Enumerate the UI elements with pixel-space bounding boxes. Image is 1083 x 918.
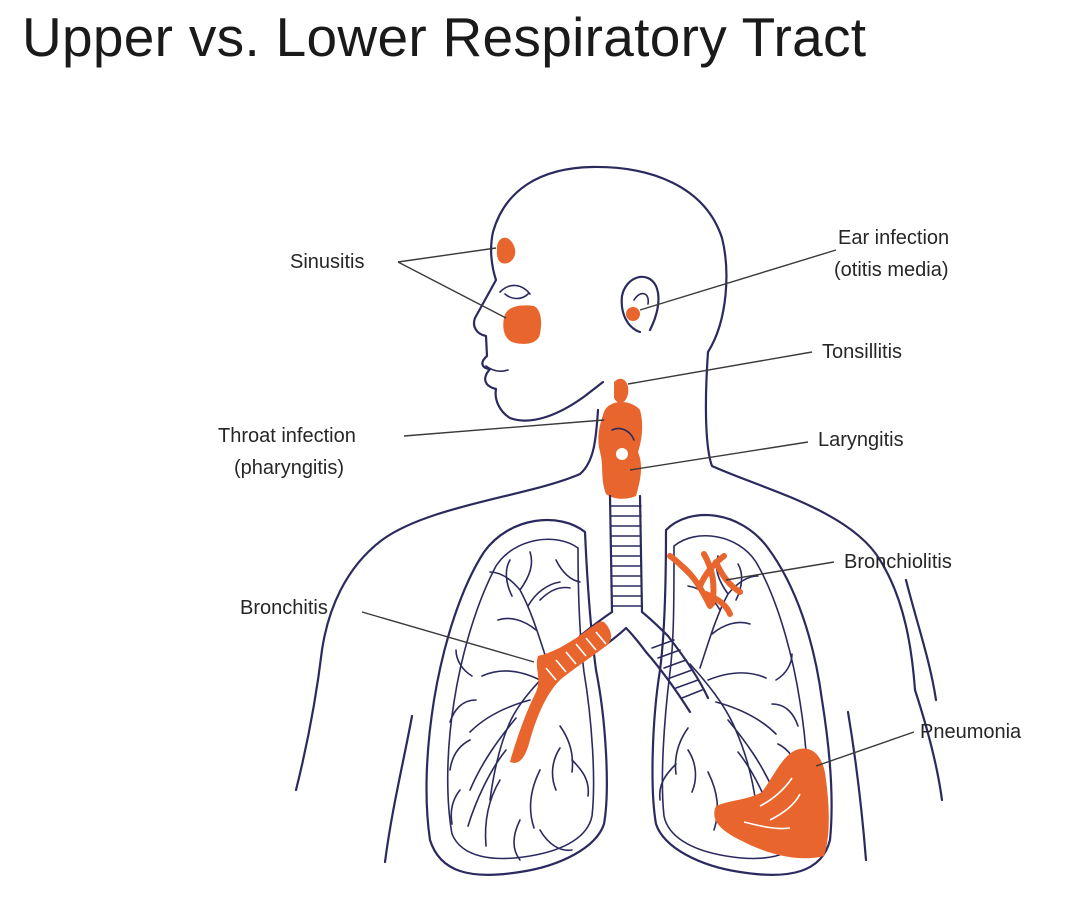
ear	[620, 275, 660, 334]
label-ear-infection-line1: Ear infection	[838, 227, 949, 249]
eye	[499, 284, 531, 300]
slide-title: Upper vs. Lower Respiratory Tract	[22, 6, 867, 68]
bronchiolitis-region	[667, 551, 743, 617]
left-lung	[425, 518, 608, 876]
right-main-bronchus	[644, 634, 710, 714]
label-bronchiolitis: Bronchiolitis	[844, 551, 952, 573]
pneumonia-region	[714, 748, 829, 859]
left-bronchial-tree	[449, 551, 590, 861]
leader-pneumonia	[815, 731, 915, 767]
right-arm	[913, 688, 944, 802]
mouth	[485, 365, 509, 372]
body-outline	[294, 165, 944, 864]
bronchitis-region	[510, 621, 612, 763]
ear-infection-spot	[626, 307, 640, 321]
label-pneumonia: Pneumonia	[920, 721, 1022, 743]
label-sinusitis: Sinusitis	[290, 251, 364, 273]
lower-tract	[510, 551, 829, 859]
head-outline	[472, 165, 728, 422]
leader-sinusitis-maxillary	[397, 261, 507, 319]
label-tonsillitis: Tonsillitis	[822, 341, 902, 363]
leader-bronchitis	[361, 611, 535, 663]
trachea	[578, 494, 670, 654]
leader-lines	[361, 247, 915, 767]
label-throat-infection-line2: (pharyngitis)	[234, 457, 344, 479]
leader-tonsillitis	[627, 351, 813, 385]
label-laryngitis: Laryngitis	[818, 429, 904, 451]
left-arm	[294, 648, 324, 792]
leader-laryngitis	[629, 441, 809, 471]
leader-throat-infection	[403, 419, 605, 437]
sinus-frontal-spot	[496, 237, 516, 264]
labels: Sinusitis Ear infection (otitis media) T…	[218, 227, 1022, 743]
leader-bronchiolitis	[725, 561, 835, 581]
neck-shoulders	[704, 350, 917, 692]
sinus-maxillary-spot	[503, 305, 542, 344]
label-throat-infection-line1: Throat infection	[218, 425, 356, 447]
leader-ear-infection	[639, 249, 837, 311]
upper-tract	[496, 237, 643, 499]
leader-sinusitis-frontal	[397, 247, 497, 263]
label-ear-infection-line2: (otitis media)	[834, 259, 948, 281]
label-bronchitis: Bronchitis	[240, 597, 328, 619]
tonsil-spot	[614, 378, 629, 403]
